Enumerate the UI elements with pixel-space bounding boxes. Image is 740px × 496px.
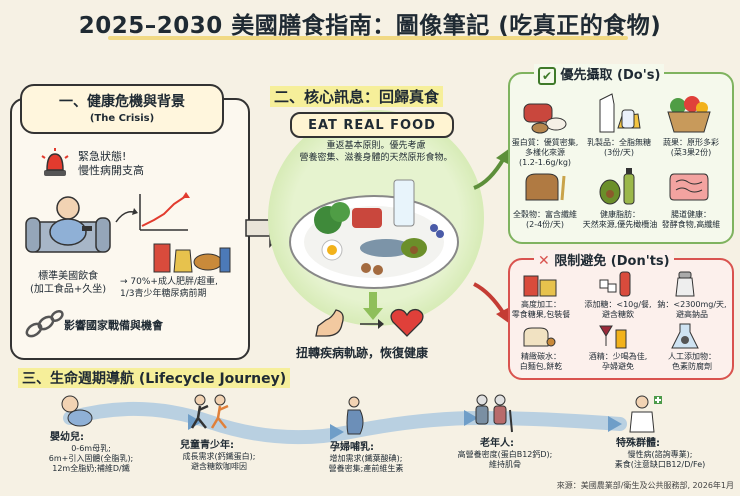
processed-food-icon [523,275,557,297]
do-item-protein: 蛋白質：優質密集, 多樣化來源 (1.2-1.6g/kg) [511,138,579,167]
crisis-header-text: 一、健康危機與背景 [59,94,185,110]
stage-special-text: 慢性病(諮詢專業); 素食(注意缺口B12/D/Fe) [614,450,706,469]
added-sugar-icon [599,271,631,297]
real-food-plate-icon [289,179,459,289]
siren-icon [41,148,69,176]
muscle-arm-icon [315,309,344,337]
salt-shaker-icon [675,271,695,297]
artificial-additive-icon [671,323,699,349]
arrow-to-dos [473,148,510,190]
down-arrow-icon [363,292,383,320]
stage-pregnancy-text: 增加需求(鐵葉酸碘); 營養密集;產前維生素 [328,454,404,473]
doctor-icon [629,395,662,433]
dont-item-alcohol: 酒精：少喝為佳, 孕婦避免 [588,352,648,371]
stage-elderly-text: 高營養密度(蛋白B12鈣D); 維持肌骨 [457,450,553,469]
diet-label: 標準美國飲食 (加工食品+久坐) [30,271,107,295]
do-item-gut-health: 腸道健康： 發酵食物,高纖維 [661,210,721,229]
refined-carb-icon [523,327,556,347]
dos-header-text: 優先攝取 (Do's) [560,68,661,83]
stage-child-title: 兒童青少年: [180,440,234,451]
core-description: 重返基本原則。優先考慮 營養密集、滋養身體的天然原形食物。 [299,141,453,163]
page-title: 2025–2030 美國膳食指南：圖像筆記 (吃真正的食物) [78,13,662,39]
crisis-subtitle: (The Crisis) [89,113,155,124]
arrow-to-donts [473,282,510,324]
do-item-healthy-fat: 健康脂肪： 天然來源,優先橄欖油 [582,210,658,229]
chain-icon [25,310,64,338]
olive-avocado-icon [599,168,635,205]
alcohol-icon [599,325,627,349]
dont-item-processed: 高度加工： 零食糖果,包裝餐 [511,300,571,319]
impact-text: 影響國家戰備與機會 [64,319,163,332]
do-item-dairy: 乳製品：全脂無糖 (3份/天) [587,138,651,157]
obesity-stats: → 70%+成人肥胖/超重, 1/3青少年糖尿病前期 [120,277,218,299]
pregnant-woman-icon [346,396,364,435]
dont-item-added-sugar: 添加糖：<10g/餐, 避含糖飲 [584,300,652,319]
heart-icon [390,308,424,337]
do-item-produce: 蔬果：原形多彩 (菜3果2份) [663,138,719,157]
gut-health-icon [669,173,709,201]
baby-icon [61,395,93,427]
checkmark-icon: ✔ [538,66,556,85]
produce-basket-icon [667,96,711,133]
outcome-text: 扭轉疾病軌跡，恢復健康 [296,346,429,360]
eat-real-food-text: EAT REAL FOOD [308,118,436,133]
donts-header-text: 限制避免 (Don'ts) [554,254,670,269]
crisis-header: 一、健康危機與背景 (The Crisis) [20,84,224,134]
stage-special-title: 特殊群體: [616,438,660,449]
whole-grain-icon [525,173,566,201]
rising-trend-icon [139,192,190,231]
donts-header: ✕ 限制避免 (Don'ts) [534,250,674,269]
junk-food-icon [153,243,231,273]
dont-item-refined-carb: 精緻碳水： 白麵包,餅乾 [519,352,563,371]
arrow-icon [360,319,384,329]
stage-infant-text: 0-6m母乳; 6m+引入固體(全脂乳); 12m全脂奶;補維D/鐵 [48,444,134,473]
stage-child-text: 成長需求(鈣鐵蛋白); 避含糖飲咖啡因 [182,452,256,471]
crisis-alert-text: 緊急狀態! 慢性病開支高 [78,150,144,177]
lifecycle-header: 三、生命週期導航 (Lifecycle Journey) [18,368,291,388]
title-highlight [108,36,628,40]
core-header: 二、核心訊息：回歸真食 [270,86,444,107]
dos-header: ✔ 優先攝取 (Do's) [534,64,665,85]
sedentary-person-icon [25,196,111,253]
source-credit: 來源：美國農業部/衛生及公共服務部, 2026年1月 [556,481,734,490]
dont-item-additives: 人工添加物： 色素防腐劑 [668,352,716,371]
stage-elderly-title: 老年人: [480,438,514,449]
elderly-couple-icon [475,394,513,433]
dairy-icon [599,93,641,133]
eat-real-food-banner: EAT REAL FOOD [290,112,454,138]
cross-icon: ✕ [538,253,550,269]
arrow-icon [115,208,138,223]
dont-item-sodium: 鈉：<2300mg/天, 避高鈉品 [657,300,727,319]
stage-pregnancy-title: 孕婦哺乳: [330,442,374,453]
protein-icon [523,103,567,134]
do-item-whole-grain: 全穀物：富含纖維 (2-4份/天) [513,210,577,229]
stage-infant-title: 嬰幼兒: [50,432,84,443]
children-running-icon [190,394,229,429]
